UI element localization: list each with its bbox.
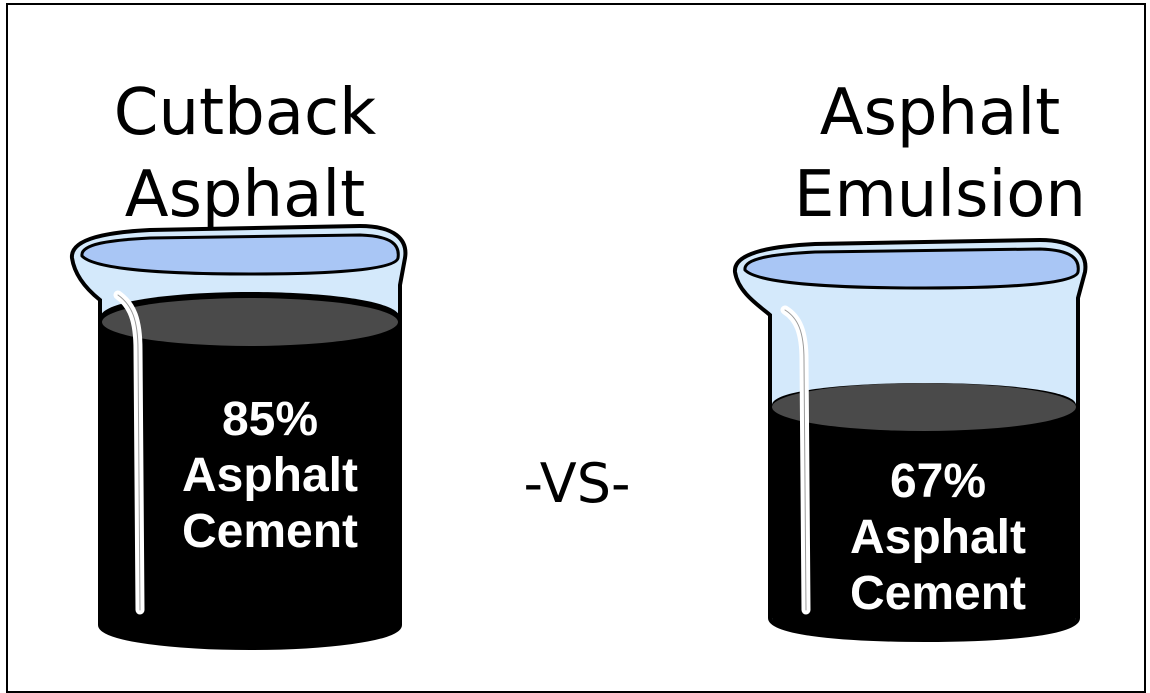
right-beaker-liquid — [772, 383, 1076, 640]
emulsion-percent: 67% — [889, 455, 987, 508]
left-beaker — [70, 223, 408, 651]
left-beaker-highlight — [113, 290, 145, 615]
left-beaker-liquid — [100, 292, 400, 648]
emulsion-fill-label: 67% Asphalt Cement — [828, 454, 1048, 622]
cutback-title-line2: Asphalt — [124, 158, 366, 232]
cutback-label-line2: Cement — [181, 505, 359, 558]
right-beaker-rim — [743, 247, 1080, 290]
cutback-label-line1: Asphalt — [181, 449, 358, 502]
right-beaker-liquid-surface — [772, 383, 1076, 431]
left-beaker-liquid-surface — [102, 298, 398, 346]
left-beaker-rim — [80, 233, 400, 276]
emulsion-label-line1: Asphalt — [849, 511, 1026, 564]
cutback-percent: 85% — [221, 393, 319, 446]
cutback-title-line1: Cutback — [113, 76, 377, 150]
beakers-illustration — [70, 223, 1088, 651]
emulsion-title-line2: Emulsion — [794, 158, 1086, 232]
right-beaker-highlight — [780, 305, 811, 615]
cutback-fill-label: 85% Asphalt Cement — [160, 392, 380, 560]
versus-label: -VS- — [523, 452, 631, 515]
right-beaker — [733, 237, 1088, 643]
asphalt-emulsion-title: Asphalt Emulsion — [735, 72, 1145, 236]
cutback-asphalt-title: Cutback Asphalt — [50, 72, 440, 236]
emulsion-title-line1: Asphalt — [819, 76, 1061, 150]
emulsion-label-line2: Cement — [849, 567, 1027, 620]
